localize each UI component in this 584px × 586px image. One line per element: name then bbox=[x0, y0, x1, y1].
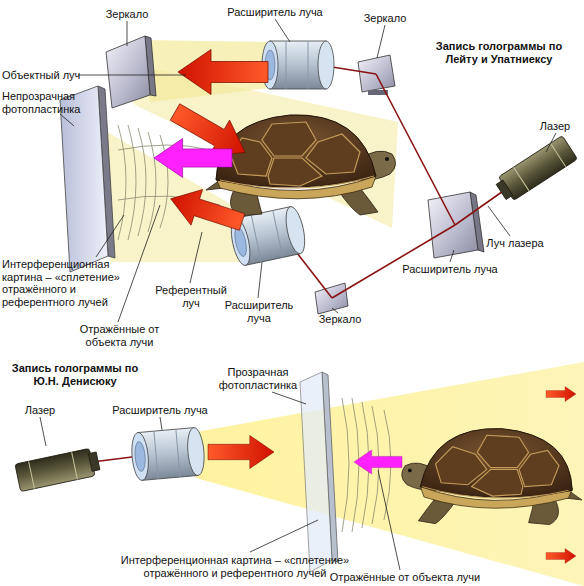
leader-line bbox=[96, 215, 124, 257]
beam-arrow bbox=[165, 50, 576, 564]
leader-line bbox=[118, 205, 160, 322]
beam-arrow bbox=[546, 387, 576, 402]
turtle-object bbox=[402, 429, 582, 525]
mirror bbox=[106, 36, 150, 108]
interference-waves bbox=[128, 125, 136, 240]
part-label: Зеркало bbox=[310, 313, 370, 326]
leader-line bbox=[160, 417, 162, 430]
reflected-arrow bbox=[154, 139, 232, 178]
leader-line bbox=[332, 308, 338, 313]
part-label: Непрозрачная фотопластинка bbox=[2, 90, 82, 115]
part-label: Лазер bbox=[530, 120, 580, 133]
interference-waves bbox=[148, 132, 156, 232]
mirror bbox=[106, 36, 156, 108]
beam-region bbox=[104, 130, 250, 262]
part-label: Интерференционная картина – «сплетение» … bbox=[110, 554, 360, 579]
section-heading: Запись голограммы по Ю.Н. Денисюку bbox=[10, 362, 140, 387]
part-label: Интерференционная картина – «сплетение» … bbox=[2, 258, 124, 308]
beam-splitter bbox=[428, 192, 478, 258]
part-label: Зеркало bbox=[355, 12, 415, 25]
beam-expander bbox=[130, 427, 206, 481]
section-heading: Запись голограммы по Лейту и Упатниексу bbox=[428, 40, 570, 65]
leader-line bbox=[40, 19, 556, 570]
part-label: Луч лазера bbox=[470, 237, 560, 250]
leader-line bbox=[450, 250, 454, 262]
interference-waves bbox=[342, 398, 349, 532]
part-label: Референтный луч bbox=[154, 284, 228, 309]
beam-expander bbox=[262, 41, 334, 89]
leader-line bbox=[60, 114, 74, 126]
part-label: Отражённые от объекта лучи bbox=[300, 571, 510, 584]
laser-ray bbox=[92, 66, 506, 462]
laser-ray bbox=[376, 74, 455, 225]
leader-line bbox=[546, 133, 556, 152]
beam-arrow bbox=[546, 549, 576, 564]
mirror bbox=[358, 55, 395, 92]
photographic-plate bbox=[300, 372, 332, 572]
part-label: Лазер bbox=[10, 404, 70, 417]
leader-line bbox=[377, 25, 385, 58]
part-label: Расширитель луча bbox=[220, 6, 330, 19]
beam-cone bbox=[196, 362, 584, 586]
part-label: Расширитель луча bbox=[104, 404, 216, 417]
mirror bbox=[315, 283, 348, 314]
beam-arrow bbox=[208, 436, 274, 469]
leader-line bbox=[258, 262, 262, 298]
part-label: Объектный луч bbox=[2, 69, 87, 82]
leader-line bbox=[127, 21, 128, 46]
part-label: Отражённые от объекта лучи bbox=[72, 323, 167, 348]
part-label: Прозрачная фотопластинка bbox=[212, 366, 304, 391]
beam-arrow bbox=[178, 50, 268, 95]
interference-waves bbox=[352, 398, 359, 532]
beam-arrow bbox=[165, 181, 248, 240]
part-label: Расширитель луча bbox=[395, 263, 505, 276]
laser-device bbox=[15, 447, 101, 491]
part-label: Расширитель луча bbox=[222, 299, 296, 324]
leader-line bbox=[190, 232, 202, 283]
interference-waves bbox=[138, 128, 146, 236]
part-label: Зеркало bbox=[92, 8, 162, 21]
leader-line bbox=[275, 19, 290, 42]
laser-device bbox=[493, 136, 577, 204]
leader-line bbox=[40, 417, 46, 446]
leader-line bbox=[78, 75, 186, 76]
leader-line bbox=[488, 206, 510, 236]
mirror bbox=[315, 283, 348, 314]
photographic-plate bbox=[300, 372, 338, 572]
reflected-arrow bbox=[154, 139, 402, 475]
leader-line bbox=[272, 392, 306, 404]
leader-line bbox=[378, 470, 400, 570]
laser-ray bbox=[332, 225, 455, 298]
leader-line bbox=[250, 520, 318, 552]
